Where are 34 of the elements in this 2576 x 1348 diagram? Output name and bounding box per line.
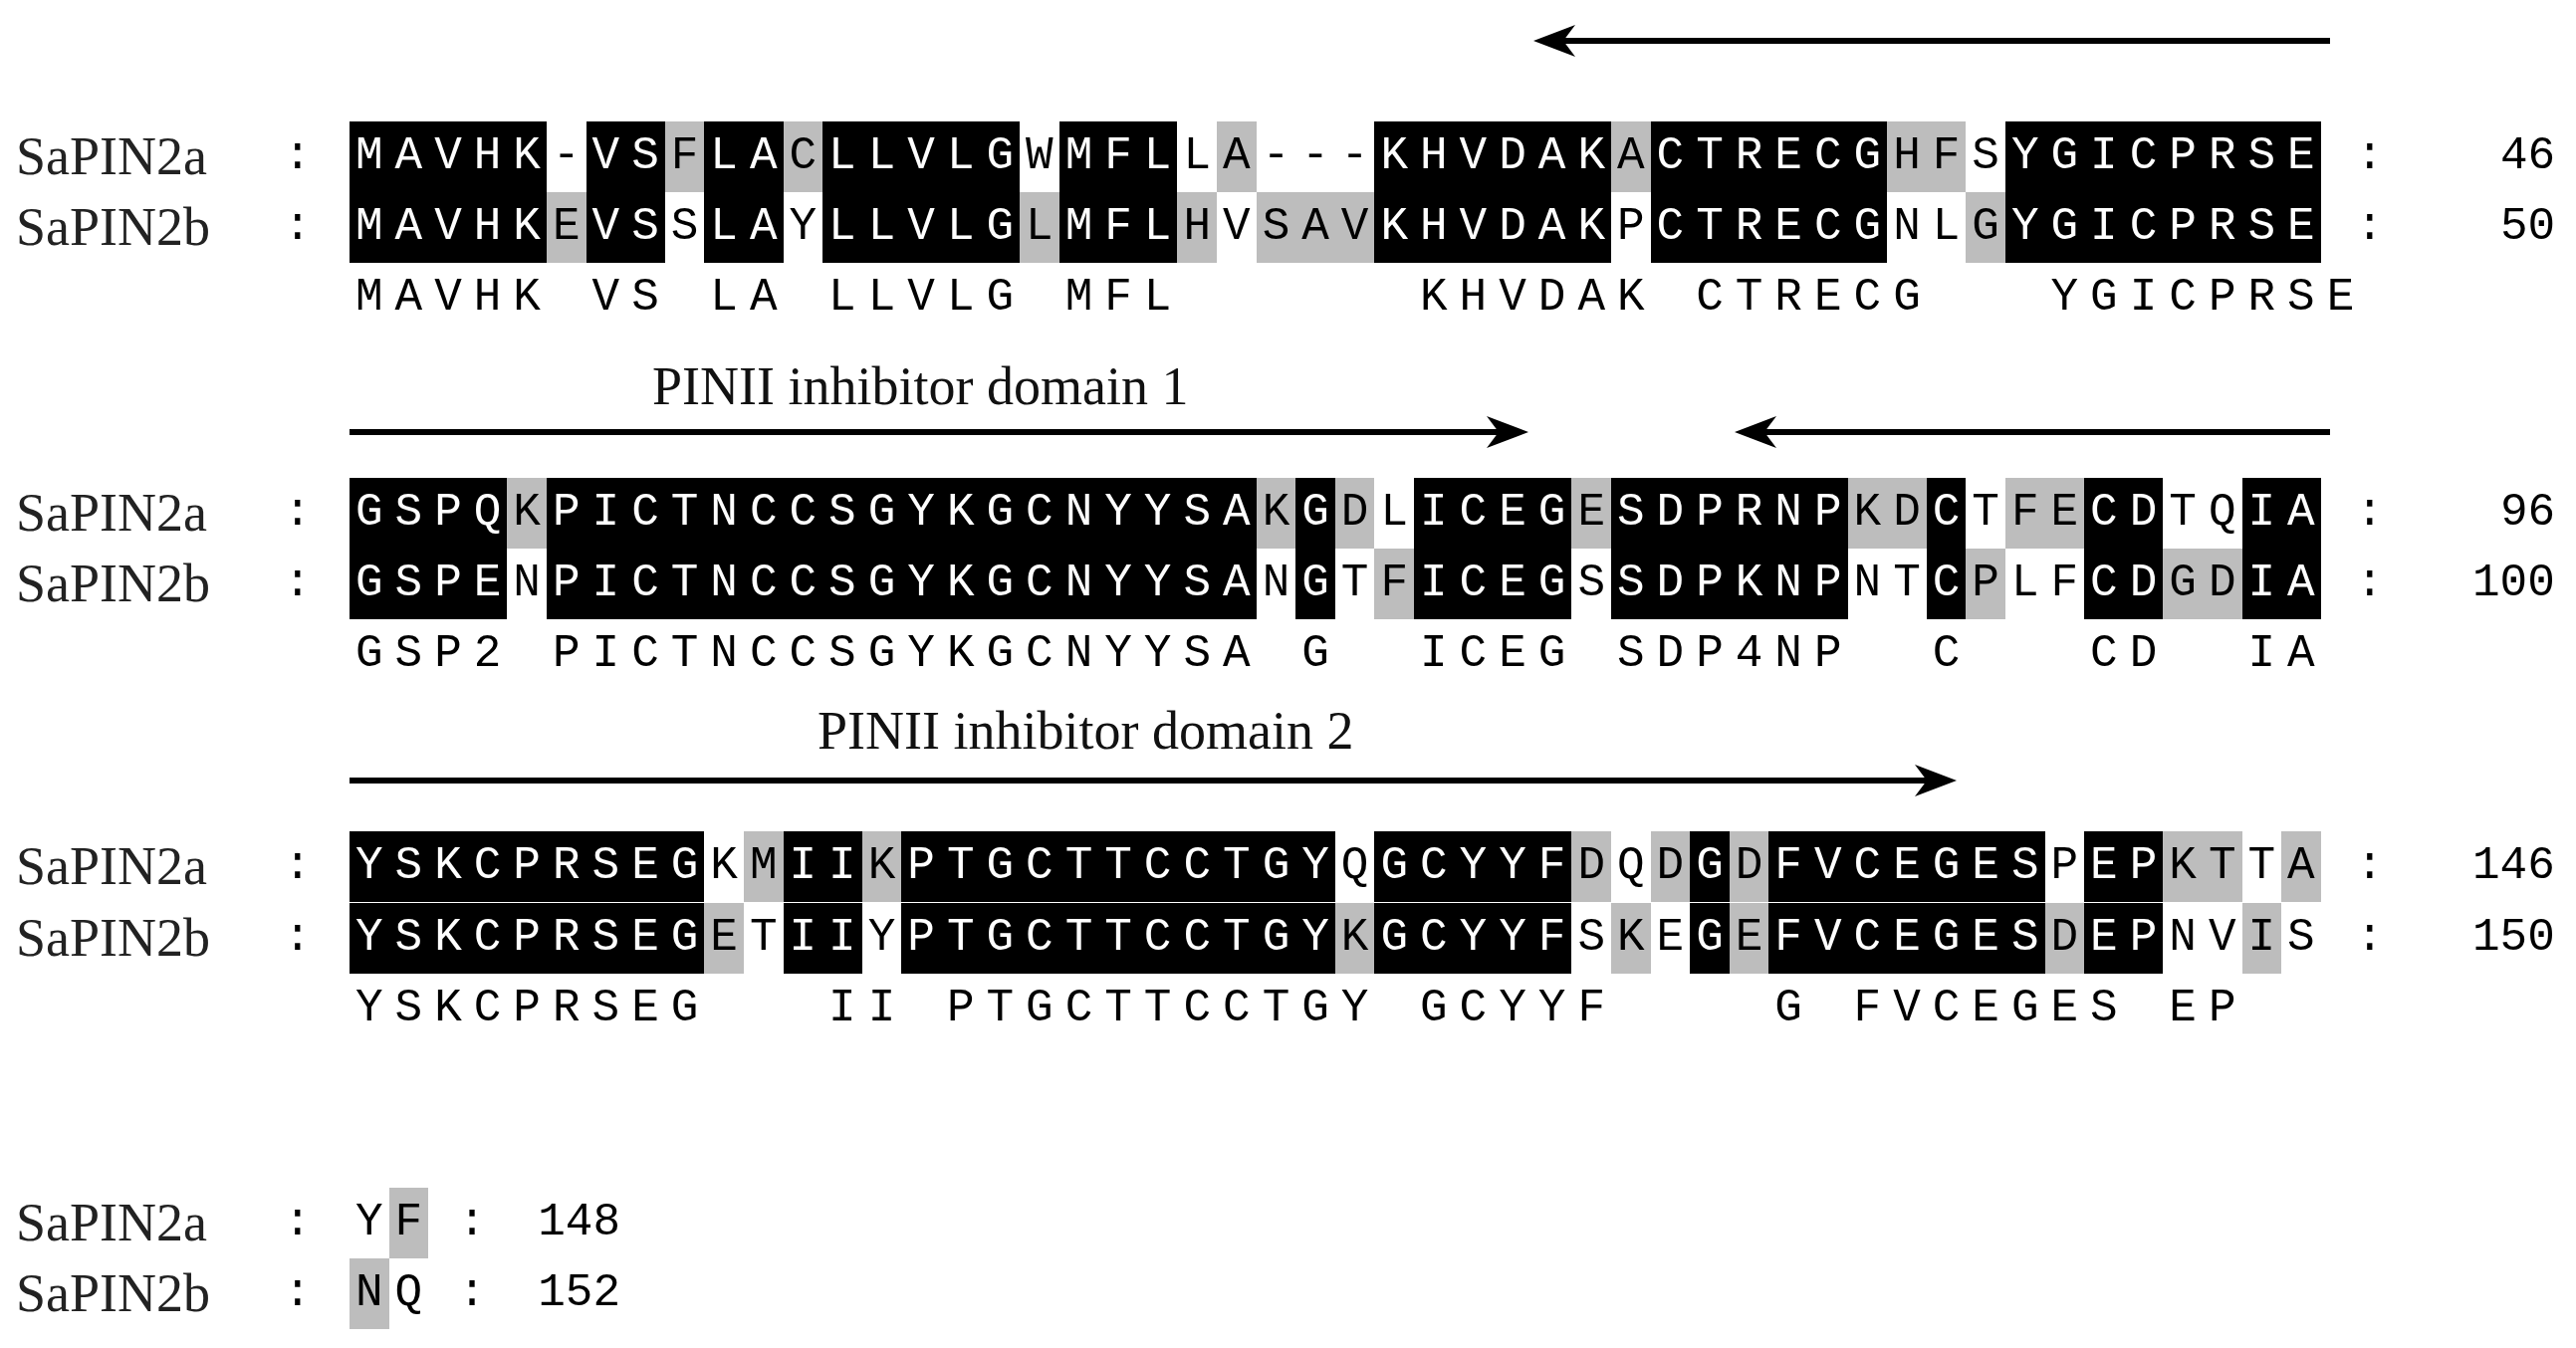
position-number: 96 [2500, 485, 2556, 541]
separator: : [284, 1195, 312, 1250]
separator: : [2356, 838, 2384, 894]
domain-label: PINII inhibitor domain 2 [818, 701, 1354, 761]
sequence-name: SaPIN2a [16, 124, 207, 188]
separator: : [284, 485, 312, 541]
separator: : [2356, 199, 2384, 255]
position-number: 100 [2472, 556, 2555, 611]
separator: : [2356, 485, 2384, 541]
separator: : [2356, 128, 2384, 184]
domain-label: PINII inhibitor domain 1 [652, 356, 1189, 416]
separator: : [284, 838, 312, 894]
separator: : [284, 556, 312, 611]
sequence-name: SaPIN2b [16, 906, 210, 970]
position-number: 146 [2472, 838, 2555, 894]
separator: : [284, 910, 312, 966]
separator: : [458, 1265, 486, 1321]
position-number: 50 [2500, 199, 2556, 255]
separator: : [2356, 910, 2384, 966]
sequence-name: SaPIN2a [16, 834, 207, 898]
sequence-name: SaPIN2b [16, 195, 210, 259]
separator: : [2356, 556, 2384, 611]
sequence-name: SaPIN2a [16, 481, 207, 545]
separator: : [458, 1195, 486, 1250]
separator: : [284, 128, 312, 184]
position-number: 150 [2472, 910, 2555, 966]
separator: : [284, 1265, 312, 1321]
position-number: 152 [538, 1265, 620, 1321]
position-number: 148 [538, 1195, 620, 1250]
sequence-name: SaPIN2b [16, 552, 210, 615]
sequence-name: SaPIN2a [16, 1191, 207, 1254]
position-number: 46 [2500, 128, 2556, 184]
separator: : [284, 199, 312, 255]
sequence-name: SaPIN2b [16, 1261, 210, 1325]
